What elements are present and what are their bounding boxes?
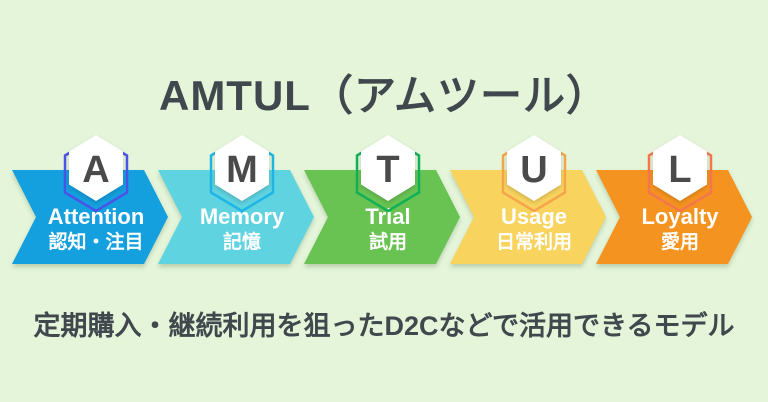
step-trial: Trial 試用 T bbox=[304, 135, 460, 264]
step-label-ja: 日常利用 bbox=[495, 232, 572, 253]
hexagon-outline bbox=[355, 135, 421, 213]
step-label-attention: Attention 認知・注目 bbox=[24, 203, 168, 256]
hexagon-face bbox=[215, 135, 269, 201]
step-attention: Attention 認知・注目 A bbox=[12, 135, 168, 264]
step-label-ja: 記憶 bbox=[222, 232, 261, 253]
hexagon-badge-l: L bbox=[647, 135, 713, 213]
step-label-en: Loyalty bbox=[641, 204, 719, 229]
step-label-en: Trial bbox=[365, 204, 411, 229]
step-loyalty: Loyalty 愛用 L bbox=[596, 135, 752, 264]
hexagon-letter: M bbox=[226, 149, 258, 191]
hexagon-letter: T bbox=[376, 149, 399, 191]
hexagon-face bbox=[69, 135, 123, 201]
hexagon-badge-t: T bbox=[355, 135, 421, 213]
hexagon-outline bbox=[501, 135, 567, 213]
step-label-en: Attention bbox=[47, 204, 145, 229]
step-label-trial: Trial 試用 bbox=[316, 203, 460, 256]
hexagon-outline bbox=[63, 135, 129, 213]
caption-text: 定期購入・継続利用を狙ったD2Cなどで活用できるモデル bbox=[33, 311, 735, 341]
hexagon-outline bbox=[647, 135, 713, 213]
step-usage: Usage 日常利用 U bbox=[450, 135, 606, 264]
page-title: AMTUL（アムツール） bbox=[158, 72, 610, 119]
hexagon-badge-m: M bbox=[209, 135, 275, 213]
hexagon-badge-a: A bbox=[63, 135, 129, 213]
step-label-en: Memory bbox=[199, 204, 285, 229]
step-label-loyalty: Loyalty 愛用 bbox=[608, 203, 752, 256]
step-label-ja: 愛用 bbox=[660, 232, 699, 253]
step-label-ja: 試用 bbox=[368, 232, 407, 253]
step-label-memory: Memory 記憶 bbox=[170, 203, 314, 256]
step-label-usage: Usage 日常利用 bbox=[462, 203, 606, 256]
hexagon-letter: A bbox=[82, 149, 109, 191]
hexagon-outline bbox=[209, 135, 275, 213]
hexagon-face bbox=[507, 135, 561, 201]
step-memory: Memory 記憶 M bbox=[158, 135, 314, 264]
hexagon-face bbox=[361, 135, 415, 201]
process-strip: Attention 認知・注目 A Memory 記憶 M Trial 試用 bbox=[12, 135, 752, 264]
hexagon-letter: L bbox=[668, 149, 691, 191]
hexagon-letter: U bbox=[520, 149, 547, 191]
step-label-en: Usage bbox=[500, 204, 568, 229]
hexagon-badge-u: U bbox=[501, 135, 567, 213]
step-label-ja: 認知・注目 bbox=[48, 232, 144, 253]
hexagon-face bbox=[653, 135, 707, 201]
